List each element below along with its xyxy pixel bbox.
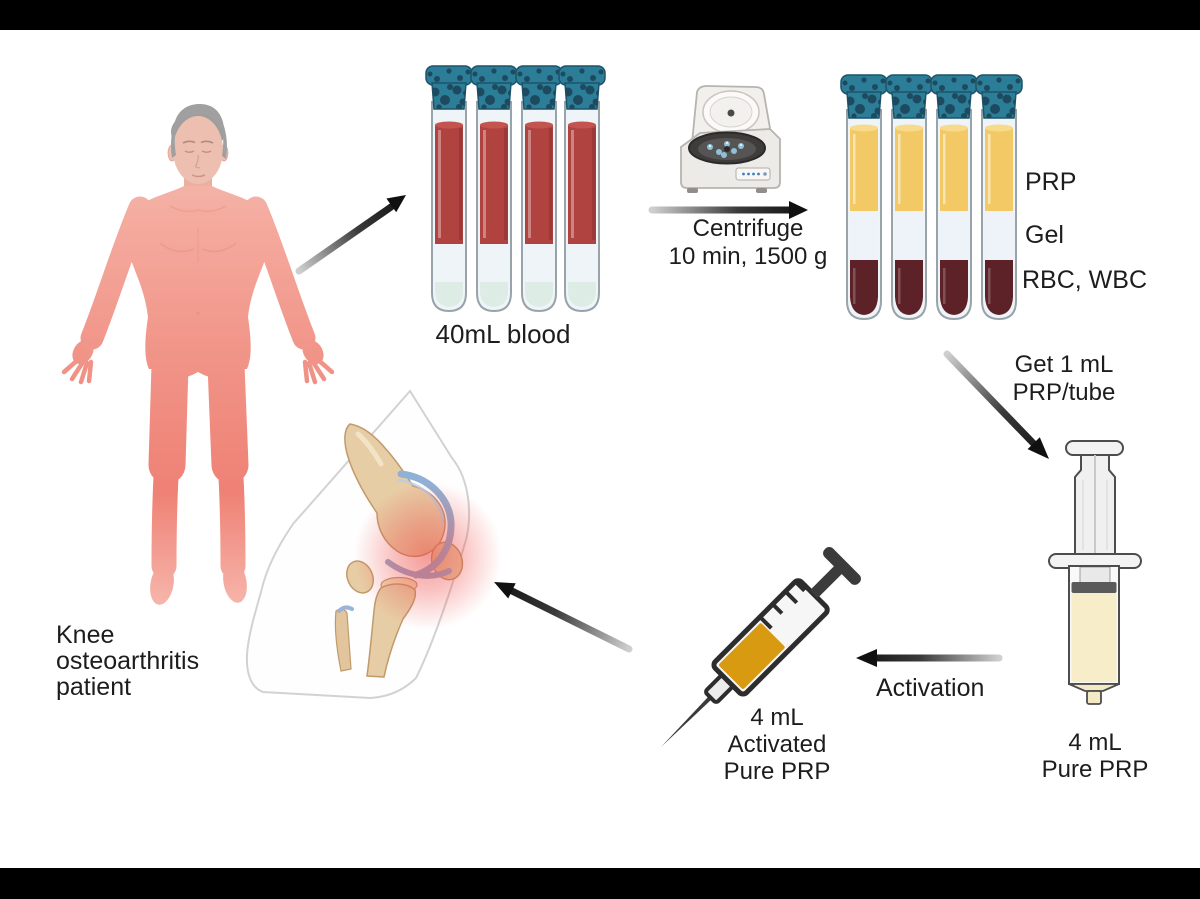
arrow-blood-draw-icon xyxy=(295,195,406,275)
extraction-label: Get 1 mL PRP/tube xyxy=(989,351,1139,407)
extraction-label-line2: PRP/tube xyxy=(1012,379,1116,406)
separated-tube xyxy=(976,75,1022,319)
blood-tube xyxy=(559,66,605,311)
prp-syringe-icon xyxy=(1048,440,1142,705)
patient-label-line1: Knee xyxy=(56,621,115,649)
centrifuge-label-line2: 10 min, 1500 g xyxy=(668,243,828,270)
arrow-centrifuge-icon xyxy=(648,201,808,219)
separated-tube xyxy=(886,75,932,319)
needle xyxy=(661,694,714,747)
layer-label-rbc-wbc: RBC, WBC xyxy=(1022,266,1147,294)
pure-prp-label-line2: Pure PRP xyxy=(1041,756,1149,783)
blood-tube xyxy=(471,66,517,311)
separated-tube xyxy=(931,75,977,319)
letterbox-top-bar xyxy=(0,0,1200,30)
patient-label: Knee osteoarthritis patient xyxy=(56,622,199,700)
blood-tube xyxy=(516,66,562,311)
patient-figure xyxy=(61,103,335,605)
patient-label-line3: patient xyxy=(56,673,132,701)
centrifuge-icon xyxy=(680,85,781,193)
pure-prp-label-line1: 4 mL xyxy=(1068,729,1122,756)
patient-torso xyxy=(126,186,270,369)
patient-hair xyxy=(172,103,225,143)
patient-left-arm xyxy=(80,196,152,350)
arrow-activation-icon xyxy=(856,649,1003,667)
pure-prp-label: 4 mL Pure PRP xyxy=(1019,729,1171,783)
blood-tube xyxy=(426,66,472,311)
letterbox-bottom-bar xyxy=(0,868,1200,899)
blood-tubes-icon xyxy=(426,66,605,311)
activated-prp-label-line2: Activated xyxy=(727,731,827,758)
arrow-injection-icon xyxy=(494,582,633,653)
inflammation-glow xyxy=(354,482,502,630)
knee-joint-inset xyxy=(245,389,502,700)
centrifuge-label-line1: Centrifuge xyxy=(692,215,804,242)
layer-label-prp: PRP xyxy=(1025,168,1077,196)
activated-syringe-icon xyxy=(661,547,861,747)
activated-prp-label-line3: Pure PRP xyxy=(723,758,831,785)
separated-tubes-icon xyxy=(841,75,1022,319)
extraction-label-line1: Get 1 mL xyxy=(1014,351,1114,378)
patient-label-line2: osteoarthritis xyxy=(56,647,200,675)
blood-tubes-label: 40mL blood xyxy=(435,319,571,349)
patient-head xyxy=(173,116,223,184)
separated-tube xyxy=(841,75,887,319)
activation-label: Activation xyxy=(876,674,985,702)
arrow-extraction-icon xyxy=(943,350,1049,459)
activated-prp-label: 4 mL Activated Pure PRP xyxy=(702,704,852,785)
layer-label-gel: Gel xyxy=(1025,221,1064,249)
patient-right-arm xyxy=(244,196,316,350)
centrifuge-label: Centrifuge 10 min, 1500 g xyxy=(650,215,846,271)
activated-prp-label-line1: 4 mL xyxy=(750,704,804,731)
